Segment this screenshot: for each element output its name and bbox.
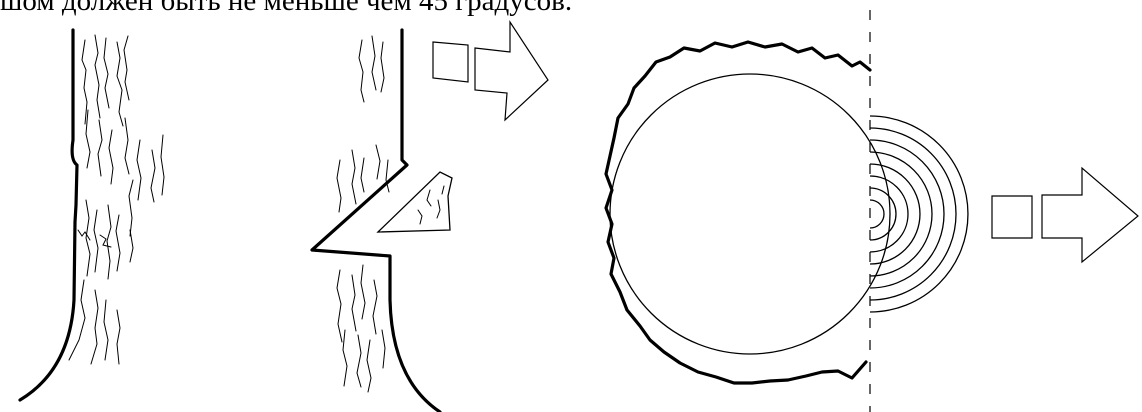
trunk-notched (312, 30, 452, 412)
wedge-texture (418, 186, 444, 224)
arrow-right-icon-1 (433, 22, 548, 120)
trunk-uncut-bark (69, 35, 164, 364)
cross-section-outline (610, 74, 890, 354)
trunk-notched-bark (337, 36, 389, 392)
trunk-cross-section (606, 10, 968, 412)
cross-section-bark-edge (606, 42, 870, 383)
trunk-uncut-edge (20, 30, 77, 400)
arrow-right-icon-2 (992, 168, 1138, 262)
trunk-uncut (20, 30, 164, 400)
growth-rings (870, 116, 968, 312)
